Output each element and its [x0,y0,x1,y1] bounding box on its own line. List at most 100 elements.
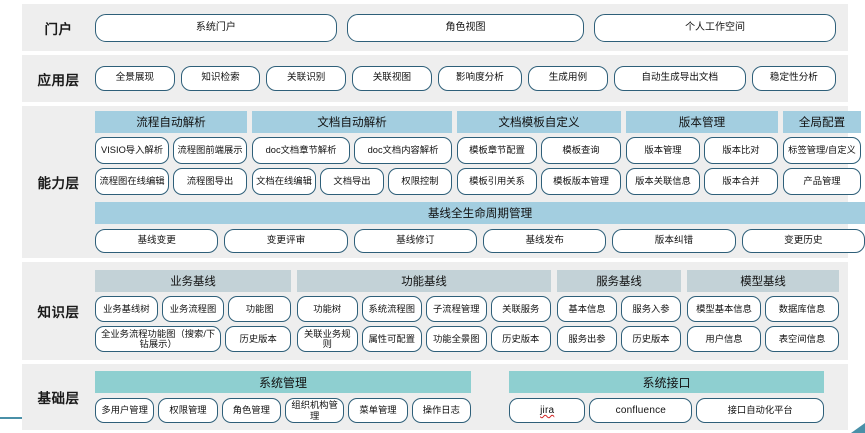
decorative-corner-left [0,417,22,433]
group-row-1: 模型基本信息 数据库信息 [687,296,839,322]
know-item-function-tree[interactable]: 功能树 [297,296,358,322]
cap-item-template-chapter-config[interactable]: 模板章节配置 [457,137,537,164]
cap-item-doc-content-parse[interactable]: doc文档内容解析 [354,137,452,164]
know-item-function-chart[interactable]: 功能图 [228,296,292,322]
cap-item-doc-export[interactable]: 文档导出 [320,168,384,195]
layer-body-base: 系统管理 多用户管理 权限管理 角色管理 组织机构管理 菜单管理 操作日志 系统… [95,364,848,430]
lifecycle-item-baseline-release[interactable]: 基线发布 [482,229,607,253]
know-item-service-input-param[interactable]: 服务入参 [621,296,681,322]
cap-item-product-manage[interactable]: 产品管理 [783,168,861,195]
base-item-org-structure-manage[interactable]: 组织机构管理 [284,398,345,423]
cap-item-template-query[interactable]: 模板查询 [541,137,621,164]
app-item-stability-analysis[interactable]: 稳定性分析 [751,66,837,91]
layer-label-base: 基础层 [37,391,80,406]
know-item-database-info[interactable]: 数据库信息 [765,296,839,322]
group-row-2: 用户信息 表空间信息 [687,326,839,352]
group-row-2: 版本关联信息 版本合并 [626,168,778,195]
know-item-system-flowchart[interactable]: 系统流程图 [361,296,422,322]
know-item-basic-info[interactable]: 基本信息 [557,296,617,322]
group-row-1: 业务基线树 业务流程图 功能图 [95,296,292,322]
group-header-doc-template: 文档模板自定义 [457,111,621,133]
base-item-jira[interactable]: jira [509,398,586,423]
base-group-grid: 系统管理 多用户管理 权限管理 角色管理 组织机构管理 菜单管理 操作日志 系统… [95,371,840,423]
know-item-related-business-rule[interactable]: 关联业务规则 [297,326,358,352]
cap-item-doc-online-edit[interactable]: 文档在线编辑 [252,168,316,195]
group-header-version-manage: 版本管理 [626,111,778,133]
cap-item-permission-control[interactable]: 权限控制 [388,168,452,195]
layer-label-knowledge: 知识层 [37,305,80,320]
knowledge-group-grid: 业务基线 业务基线树 业务流程图 功能图 全业务流程功能图（搜索/下钻展示） 历… [95,270,843,352]
capability-group-process-parse: 流程自动解析 VISIO导入解析 流程图前端展示 流程图在线编辑 流程图导出 [95,111,247,195]
portal-item-personal-workspace[interactable]: 个人工作空间 [594,13,836,42]
lifecycle-item-change-history[interactable]: 变更历史 [741,229,865,253]
app-item-generate-usecase[interactable]: 生成用例 [528,66,608,91]
know-item-history-version[interactable]: 历史版本 [490,326,551,352]
group-row-2: 流程图在线编辑 流程图导出 [95,168,247,195]
know-item-tablespace-info[interactable]: 表空间信息 [765,326,839,352]
group-row-1: 功能树 系统流程图 子流程管理 关联服务 [297,296,551,322]
know-item-attribute-configurable[interactable]: 属性可配置 [361,326,422,352]
group-header-doc-parse: 文档自动解析 [252,111,452,133]
layer-body-portal: 系统门户 角色视图 个人工作空间 [95,4,848,51]
knowledge-group-function-baseline: 功能基线 功能树 系统流程图 子流程管理 关联服务 关联业务规则 属性可配置 功… [297,270,551,352]
layer-body-knowledge: 业务基线 业务基线树 业务流程图 功能图 全业务流程功能图（搜索/下钻展示） 历… [95,262,851,360]
app-item-relation-recognition[interactable]: 关联识别 [266,66,347,91]
know-item-business-baseline-tree[interactable]: 业务基线树 [95,296,158,322]
know-item-history-version[interactable]: 历史版本 [621,326,681,352]
base-item-operation-log[interactable]: 操作日志 [411,398,471,423]
cap-item-template-reference-relation[interactable]: 模板引用关系 [457,168,537,195]
group-row-1: 多用户管理 权限管理 角色管理 组织机构管理 菜单管理 操作日志 [95,398,471,423]
group-header-function-baseline: 功能基线 [297,270,551,292]
lifecycle-item-baseline-change[interactable]: 基线变更 [95,229,219,253]
know-item-model-basic-info[interactable]: 模型基本信息 [687,296,761,322]
layer-row-capability: 能力层 流程自动解析 VISIO导入解析 流程图前端展示 流程图在线编辑 流程图… [22,106,865,258]
lifecycle-item-version-correction[interactable]: 版本纠错 [612,229,736,253]
cap-item-version-relation-info[interactable]: 版本关联信息 [626,168,700,195]
group-row-2: 全业务流程功能图（搜索/下钻展示） 历史版本 [95,326,291,352]
know-item-full-business-flow-function-chart[interactable]: 全业务流程功能图（搜索/下钻展示） [95,326,222,352]
cap-item-version-manage[interactable]: 版本管理 [626,137,700,164]
group-row-1: 基本信息 服务入参 [557,296,681,322]
know-item-business-flowchart[interactable]: 业务流程图 [161,296,225,322]
group-header-system-manage: 系统管理 [95,371,471,393]
know-item-function-panorama[interactable]: 功能全景图 [426,326,487,352]
cap-item-visio-import-parse[interactable]: VISIO导入解析 [95,137,169,164]
cap-item-tag-manage-custom[interactable]: 标签管理/自定义 [783,137,861,164]
app-item-panorama[interactable]: 全景展现 [95,66,175,91]
app-item-knowledge-search[interactable]: 知识检索 [180,66,261,91]
portal-item-system-portal[interactable]: 系统门户 [95,13,337,42]
group-row-1: jira confluence 接口自动化平台 [509,398,824,423]
cap-item-flowchart-frontend-display[interactable]: 流程图前端展示 [173,137,247,164]
app-item-auto-export-doc[interactable]: 自动生成导出文档 [613,66,746,91]
cap-item-version-compare[interactable]: 版本比对 [704,137,778,164]
lifecycle-item-baseline-revision[interactable]: 基线修订 [353,229,477,253]
cap-item-flowchart-export[interactable]: 流程图导出 [173,168,247,195]
portal-item-role-view[interactable]: 角色视图 [346,13,585,42]
group-header-system-interface: 系统接口 [509,371,824,393]
group-row-2: 关联业务规则 属性可配置 功能全景图 历史版本 [297,326,551,352]
base-item-multi-user-manage[interactable]: 多用户管理 [95,398,155,423]
know-item-service-output-param[interactable]: 服务出参 [557,326,617,352]
layer-label-portal: 门户 [44,21,73,37]
know-item-history-version[interactable]: 历史版本 [225,326,291,352]
base-item-role-manage[interactable]: 角色管理 [221,398,281,423]
lifecycle-item-change-review[interactable]: 变更评审 [224,229,348,253]
app-item-impact-analysis[interactable]: 影响度分析 [437,66,523,91]
know-item-user-info[interactable]: 用户信息 [687,326,761,352]
cap-item-doc-chapter-parse[interactable]: doc文档章节解析 [252,137,350,164]
cap-item-flowchart-online-edit[interactable]: 流程图在线编辑 [95,168,169,195]
base-item-interface-automation-platform[interactable]: 接口自动化平台 [696,398,824,423]
know-item-subprocess-manage[interactable]: 子流程管理 [426,296,487,322]
base-item-confluence[interactable]: confluence [589,398,693,423]
base-item-menu-manage[interactable]: 菜单管理 [348,398,408,423]
cap-item-template-version-manage[interactable]: 模板版本管理 [541,168,621,195]
base-item-permission-manage[interactable]: 权限管理 [158,398,218,423]
know-item-related-service[interactable]: 关联服务 [490,296,551,322]
group-header-global-config: 全局配置 [783,111,861,133]
app-item-relation-view[interactable]: 关联视图 [352,66,432,91]
base-group-system-interface: 系统接口 jira confluence 接口自动化平台 [509,371,824,423]
cap-item-version-merge[interactable]: 版本合并 [704,168,778,195]
group-row-1: VISIO导入解析 流程图前端展示 [95,137,247,164]
capability-lifecycle-block: 基线全生命周期管理 基线变更 变更评审 基线修订 基线发布 版本纠错 变更历史 [95,202,865,253]
